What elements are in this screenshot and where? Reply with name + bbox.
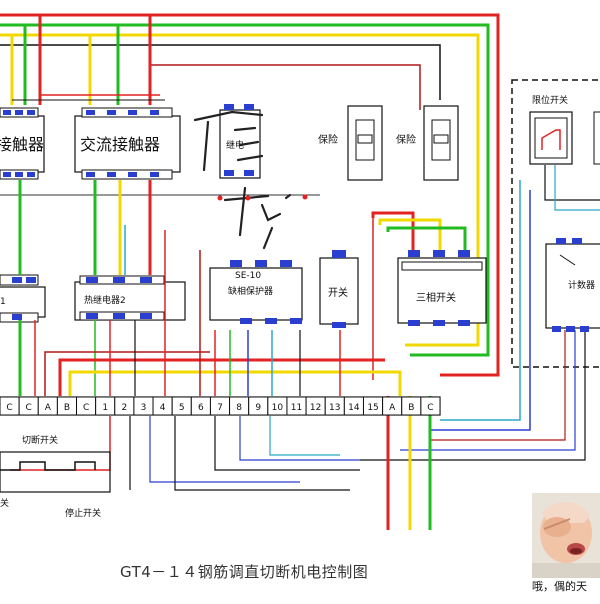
thermal-relay-1: 1 (0, 274, 46, 323)
meme-caption: 哦，偶的天 (532, 580, 587, 593)
cutoff-switch-group: 切断开关 关 停止开关 (0, 434, 111, 519)
diagram-title: GT4－１４钢筋调直切断机电控制图 (120, 563, 369, 581)
fuse-1-label: 保险 (318, 133, 338, 146)
terminal-label: C (427, 403, 433, 413)
phase-loss-model: SE-10 (235, 271, 261, 281)
switch: 开关 (319, 250, 359, 328)
thermal-relay-2-label: 热继电器2 (84, 294, 126, 306)
terminal-label: 5 (179, 403, 185, 413)
fuse-1: 保险 (318, 105, 383, 181)
terminal-label: C (6, 403, 12, 413)
phase-loss-protector: SE-10 缺相保护器 (209, 260, 303, 324)
limit-switch: 限位开关 (529, 94, 600, 165)
cutoff-switch-label: 切断开关 (22, 434, 58, 446)
limit-switch-label: 限位开关 (532, 94, 568, 106)
terminal-label: 10 (272, 403, 284, 413)
terminal-label: 8 (236, 403, 242, 413)
terminal-label: A (45, 403, 52, 413)
thermal-relay-2: 热继电器2 (74, 275, 186, 321)
thermal-relay-1-label: 1 (0, 297, 6, 307)
three-phase-switch: 三相开关 (397, 250, 487, 326)
terminal-label: 12 (310, 403, 321, 413)
right-wiring (360, 165, 600, 461)
terminal-label: C (83, 403, 89, 413)
terminal-label: 2 (121, 403, 127, 413)
terminal-label: B (408, 403, 414, 413)
junction-dots (217, 194, 308, 201)
terminal-label: 7 (217, 403, 223, 413)
terminal-label: C (26, 403, 32, 413)
stop-switch-label: 停止开关 (65, 507, 101, 519)
contactor-1-label: 接触器 (0, 135, 44, 154)
terminal-label: B (64, 403, 70, 413)
enclosure-outline (511, 79, 600, 368)
small-relay-label: 继电 (226, 139, 244, 151)
terminal-label: A (389, 403, 396, 413)
fuse-2: 保险 (396, 105, 459, 181)
terminal-cell (420, 396, 441, 416)
contactor-2-label: 交流接触器 (80, 135, 160, 154)
terminal-label: 9 (255, 403, 261, 413)
terminal-label: 1 (102, 403, 108, 413)
three-phase-switch-label: 三相开关 (416, 291, 456, 304)
fuse-2-label: 保险 (396, 133, 416, 146)
terminal-label: 11 (291, 403, 302, 413)
terminal-label: 4 (160, 403, 166, 413)
terminal-label: 13 (329, 403, 340, 413)
contactor-2: 交流接触器 (74, 107, 181, 180)
counter: 计数器 (545, 238, 600, 332)
counter-label: 计数器 (568, 279, 595, 291)
contactor-1: 接触器 (0, 107, 45, 180)
start-switch-label: 关 (0, 497, 9, 509)
lower-wiring (10, 180, 432, 530)
switch-label: 开关 (328, 286, 348, 299)
wire-bundle (0, 13, 500, 377)
terminal-label: 14 (348, 403, 360, 413)
terminal-label: 15 (367, 403, 378, 413)
terminal-label: 3 (141, 403, 147, 413)
crying-baby-photo (532, 493, 600, 600)
phase-loss-label: 缺相保护器 (228, 285, 273, 297)
terminal-label: 6 (198, 403, 204, 413)
